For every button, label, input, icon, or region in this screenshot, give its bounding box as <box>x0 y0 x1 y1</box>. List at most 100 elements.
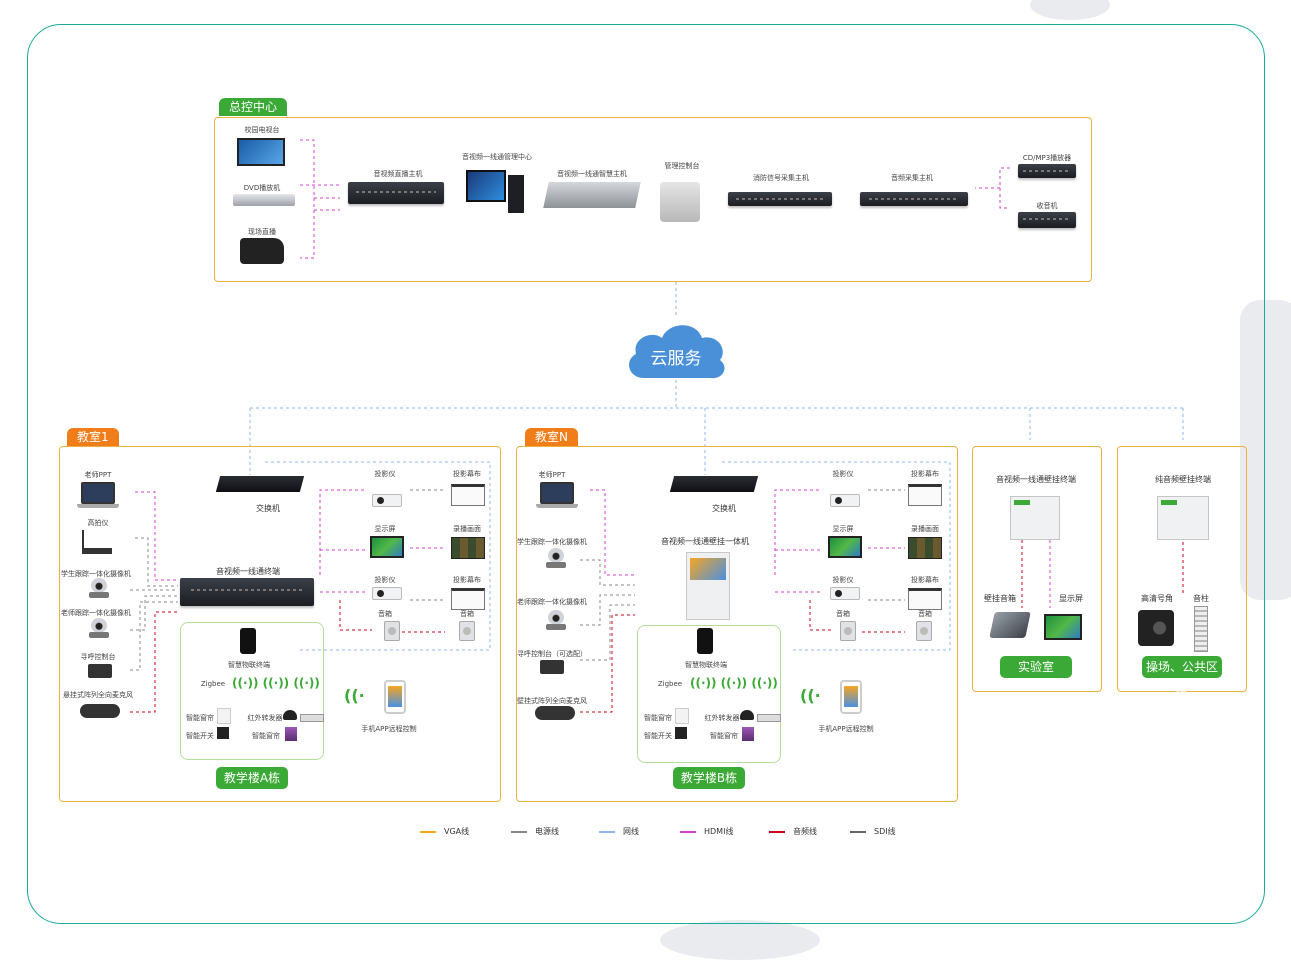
console-label: 管理控制台 <box>664 162 700 170</box>
microphone-icon <box>80 704 120 718</box>
c1-out-left-label: 投影仪 <box>374 576 396 584</box>
c1-out-right-label: 投影幕布 <box>453 470 481 478</box>
cd-player-label: CD/MP3播放器 <box>1022 154 1072 162</box>
c1-iot-box <box>180 622 324 760</box>
classroom1-box <box>59 446 501 802</box>
paging-console-icon <box>88 664 112 678</box>
ptz-camera-icon <box>543 610 569 630</box>
c1-out-right-label: 音箱 <box>460 610 474 618</box>
set-top-box-icon <box>300 714 324 722</box>
c1-out-left-label: 投影仪 <box>374 470 396 478</box>
video-camera-icon <box>240 238 284 264</box>
smart-curtain-icon <box>217 708 231 724</box>
c1-input-label: 老师PPT <box>84 471 112 479</box>
switch-icon <box>669 476 759 492</box>
lab-display-label: 显示屏 <box>1059 594 1083 603</box>
display-icon <box>828 536 862 558</box>
switch-icon <box>215 476 305 492</box>
cd-player-icon <box>1018 164 1076 178</box>
campus-tv-label: 校园电视台 <box>244 126 280 134</box>
cn-out-left-label: 显示屏 <box>832 525 854 533</box>
public-box <box>1117 446 1247 692</box>
diagram-frame <box>27 24 1265 924</box>
speaker-icon <box>459 621 475 641</box>
terminal-icon <box>180 578 314 606</box>
monitor-icon <box>466 170 506 202</box>
cn-out-right-label: 投影幕布 <box>911 470 939 478</box>
dvd-label: DVD播放机 <box>243 184 281 192</box>
c1-input-label: 学生跟踪一体化摄像机 <box>61 570 131 578</box>
cn-input-label: 老师跟踪一体化摄像机 <box>517 598 587 606</box>
laptop-icon <box>536 482 578 508</box>
speaker-icon <box>840 621 856 641</box>
audio-host-label: 音频采集主机 <box>891 174 933 182</box>
cn-ir-label: 红外转发器 <box>704 714 740 722</box>
zigbee-signal-icon: ((·)) ((·)) ((·)) <box>232 676 320 690</box>
public-horn-label: 高清号角 <box>1141 594 1173 603</box>
smart-host-label: 音视频一线通智慧主机 <box>557 170 627 178</box>
background-splash <box>1240 300 1291 600</box>
legend-item-power: 电源线 <box>511 826 559 837</box>
projection-screen-icon <box>451 484 485 506</box>
c1-iot-gateway-label: 智慧物联终端 <box>228 661 270 669</box>
microphone-icon <box>535 706 575 720</box>
projector-icon <box>372 587 402 600</box>
recording-screen-icon <box>908 537 942 559</box>
recording-screen-icon <box>451 537 485 559</box>
c1-ir-label: 红外转发器 <box>247 714 283 722</box>
laptop-icon <box>77 482 119 508</box>
column-speaker-icon <box>1194 606 1208 652</box>
smart-curtain-icon <box>675 708 689 724</box>
cn-out-left-label: 投影仪 <box>832 576 854 584</box>
horn-speaker-icon <box>1138 610 1174 646</box>
classroomN-tag: 教室N <box>525 428 578 446</box>
ptz-camera-icon <box>86 618 112 638</box>
building-b-label: 教学楼B栋 <box>673 767 745 789</box>
smart-blind-icon <box>742 727 754 741</box>
cn-input-label: 寻呼控制台（可选配） <box>517 650 587 658</box>
fire-host-icon <box>728 192 832 206</box>
cn-terminal-label: 音视频一线通壁挂一体机 <box>661 537 749 546</box>
cn-iot-gateway-label: 智慧物联终端 <box>685 661 727 669</box>
smart-host-icon <box>543 182 641 208</box>
cn-out-right-label: 录播画面 <box>911 525 939 533</box>
lab-speaker-label: 壁挂音箱 <box>984 594 1016 603</box>
fire-host-label: 消防信号采集主机 <box>753 174 809 182</box>
legend-item-vga: VGA线 <box>420 826 469 837</box>
cloud-label: 云服务 <box>650 349 702 369</box>
lab-title: 音视频一线通壁挂终端 <box>996 475 1076 484</box>
smart-switch-icon <box>675 727 687 739</box>
live-label: 现场直播 <box>248 228 276 236</box>
c1-out-left-label: 音箱 <box>378 610 392 618</box>
iot-gateway-icon <box>240 628 256 654</box>
control-center-tag: 总控中心 <box>219 98 288 116</box>
projection-screen-icon <box>908 484 942 506</box>
dvd-icon <box>233 194 295 206</box>
ir-blaster-icon <box>740 710 754 720</box>
cn-out-left-label: 投影仪 <box>832 470 854 478</box>
c1-zigbee-label: Zigbee <box>200 680 226 688</box>
c1-input-label: 高拍仪 <box>87 519 109 527</box>
wall-speaker-icon <box>989 612 1031 638</box>
cn-curtain-label: 智能窗帘 <box>644 714 672 722</box>
cn-zigbee-label: Zigbee <box>657 680 683 688</box>
lab-building-label: 实验室 <box>1000 656 1072 678</box>
c1-terminal-label: 音视频一线通终端 <box>216 567 280 576</box>
ptz-camera-icon <box>543 548 569 568</box>
cn-app-label: 手机APP远程控制 <box>818 725 874 733</box>
wireless-signal-icon: ((· <box>344 686 365 705</box>
wireless-signal-icon: ((· <box>800 686 821 705</box>
cn-iot-box <box>637 625 781 763</box>
c1-input-label: 悬挂式阵列全向麦克风 <box>63 691 133 699</box>
public-building-label: 操场、公共区域 <box>1142 656 1222 696</box>
projection-screen-icon <box>451 588 485 610</box>
terminal-screen-icon <box>690 558 726 580</box>
legend-item-sdi: SDI线 <box>850 826 896 837</box>
cn-out-right-label: 音箱 <box>918 610 932 618</box>
projector-icon <box>830 494 860 507</box>
set-top-box-icon <box>757 714 781 722</box>
speaker-icon <box>384 621 400 641</box>
speaker-icon <box>916 621 932 641</box>
cn-input-label: 老师PPT <box>538 471 566 479</box>
